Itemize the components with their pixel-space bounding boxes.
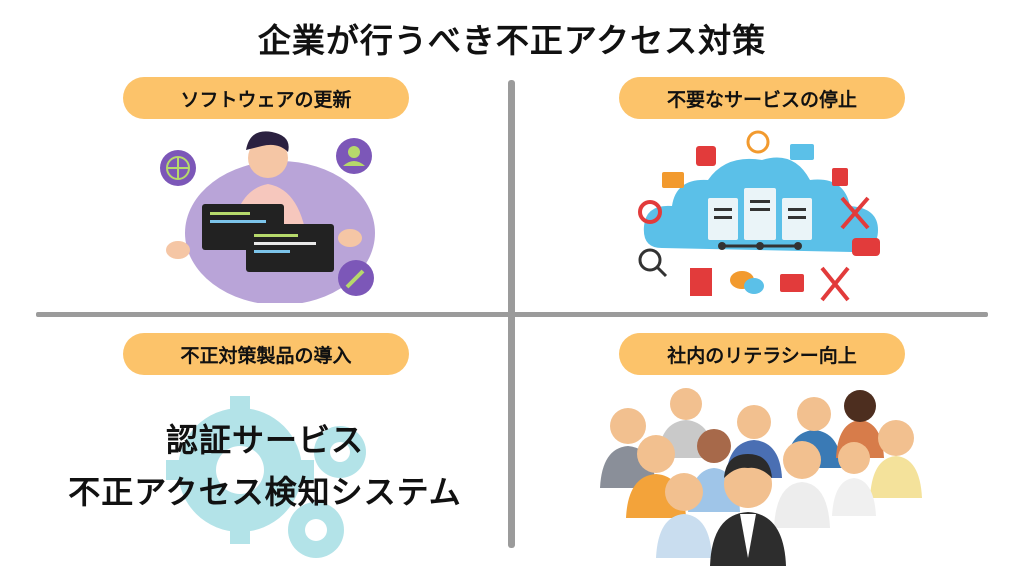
label-software-update: ソフトウェアの更新 xyxy=(123,77,409,119)
developer-illustration xyxy=(160,131,375,303)
horizontal-divider xyxy=(36,312,988,317)
item-intrusion-detection-system: 不正アクセス検知システム xyxy=(68,473,462,511)
cloud-server-illustration xyxy=(638,130,880,302)
page-title: 企業が行うべき不正アクセス対策 xyxy=(257,21,767,60)
item-authentication-service: 認証サービス xyxy=(165,421,364,459)
label-stop-services: 不要なサービスの停止 xyxy=(619,77,905,119)
label-literacy-improvement: 社内のリテラシー向上 xyxy=(619,333,905,375)
gears-illustration xyxy=(166,396,366,558)
employees-group-illustration xyxy=(600,388,922,566)
label-security-products: 不正対策製品の導入 xyxy=(123,333,409,375)
